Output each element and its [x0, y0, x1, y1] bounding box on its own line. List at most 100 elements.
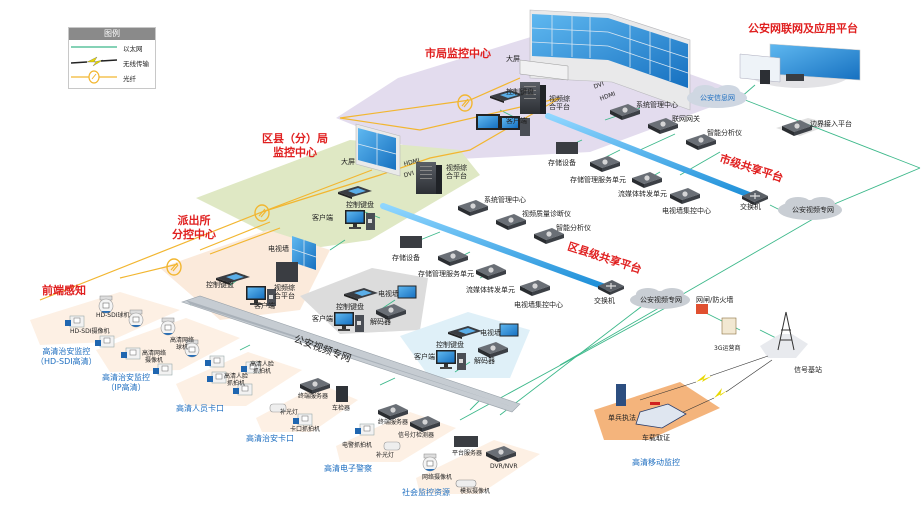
city-cloud-label: 公安视频专网	[792, 206, 834, 214]
frontend-zone-1	[30, 292, 180, 345]
checkpoint-group-title: 高清治安卡口	[246, 434, 294, 443]
gray-client-zone	[300, 268, 428, 334]
city-device-label: 联网网关	[672, 115, 700, 123]
station-title-line2: 分控中心	[172, 227, 216, 241]
vehicle-detector-icon	[336, 386, 348, 402]
blue-keyboard-label: 控制键盘	[436, 341, 464, 349]
ethernet-line-icon	[71, 46, 117, 48]
face-camera-icon	[204, 355, 225, 368]
face-camera-label-b: 高清人脸抓拍机	[224, 373, 248, 388]
district-cloud-label: 公安视频专网	[640, 296, 682, 304]
legend-label: 光纤	[123, 75, 136, 83]
fiber-line-icon	[71, 70, 117, 84]
checkpoint-server-label: 终端服务器	[298, 393, 329, 400]
blue-decoder-label: 解码器	[474, 357, 495, 365]
blue-tvwall-label: 电视墙	[480, 329, 501, 337]
gray-keyboard-label: 控制键盘	[336, 303, 364, 311]
station-title: 派出所分控中心	[172, 214, 216, 242]
hdsdi-group-title: 高清治安监控（HD-SDI高清）	[36, 347, 97, 367]
city-device-label: 系统管理中心	[636, 101, 678, 109]
epolice-group-title: 高清电子警察	[324, 464, 372, 473]
district-platform-server-icon	[416, 162, 442, 194]
city-storage-mgmt-icon	[590, 156, 620, 172]
gray-client-label: 客户端	[312, 315, 333, 323]
base-station-label: 信号基站	[794, 366, 822, 374]
district-device-label: 流媒体转发单元	[466, 286, 515, 294]
video-net-band-shadow	[186, 300, 516, 408]
city-device-label: 交换机	[740, 203, 761, 211]
police-info-net-label: 公安信息网	[700, 94, 735, 102]
3g-operator-label: 3G运营商	[714, 345, 741, 352]
legend: 图例 以太网 无线传输 光纤	[68, 27, 156, 89]
gray-tvwall-icon	[397, 285, 417, 299]
legend-item-fiber: 光纤	[69, 70, 155, 85]
district-client-label: 客户端	[312, 214, 333, 222]
city-platform-line2: 合平台	[549, 103, 570, 112]
district-storage-mgmt-icon	[438, 250, 468, 266]
fiber-links	[39, 77, 561, 301]
checkpoint-light-label: 补光灯	[280, 409, 299, 416]
platform-server-icon	[454, 436, 478, 447]
district-device-label: 存储设备	[392, 254, 420, 262]
station-tv-wall	[291, 236, 317, 270]
dvr-nvr-label: DVR/NVR	[490, 463, 518, 470]
city-device-label: 存储管理服务单元	[570, 176, 626, 184]
legend-item-ethernet: 以太网	[69, 40, 155, 55]
legend-label: 无线传输	[123, 60, 149, 68]
gateway-label: 网闸/防火墙	[696, 296, 734, 304]
ip-camera-label: 高清网络摄像机	[142, 350, 166, 365]
city-center-title: 市局监控中心	[425, 47, 491, 60]
analog-camera-icon	[455, 479, 477, 488]
police-car-icon	[635, 402, 687, 429]
firewall-icon	[696, 304, 708, 314]
single-soldier-icon	[616, 384, 626, 406]
district-storage-icon	[400, 236, 422, 248]
district-keyboard-label: 控制键盘	[346, 201, 374, 209]
ip-group-title: 高清治安监控（IP高清）	[102, 373, 150, 393]
city-platform-server-icon	[520, 82, 546, 114]
district-platform-line1: 视频综	[446, 164, 467, 172]
blue-client-label: 客户端	[414, 353, 435, 361]
epolice-light-label: 补光灯	[376, 452, 395, 459]
station-platform-icon	[276, 262, 298, 282]
city-platform-line1: 视频综	[549, 95, 570, 103]
station-platform-line1: 视频综	[274, 284, 295, 292]
gray-decoder-label: 解码器	[370, 318, 391, 326]
mobile-group-title: 高清移动监控	[632, 458, 680, 467]
city-device-label: 智能分析仪	[707, 129, 742, 137]
city-device-label: 电视墙集控中心	[662, 207, 711, 215]
signal-detector-label: 信号灯检测器	[398, 432, 435, 439]
gray-tvwall-label: 电视墙	[378, 290, 399, 298]
hdsdi-title-line2: （HD-SDI高清）	[36, 357, 97, 366]
ip-dome-label: 高清网络球机	[170, 337, 194, 352]
district-device-label: 视频质量诊断仪	[522, 210, 571, 218]
police-platform-icon	[739, 43, 861, 84]
ip-dome-line2: 球机	[176, 343, 189, 351]
frontend-zone-4	[256, 384, 358, 432]
city-stream-icon	[632, 172, 662, 188]
frontend-zone-3	[176, 352, 302, 406]
checkpoint-light-icon	[269, 403, 287, 413]
station-title-line1: 派出所	[177, 214, 211, 227]
district-share-bus	[380, 203, 608, 290]
ip-title-line1: 高清治安监控	[102, 373, 150, 382]
city-screen-label: 大屏	[506, 55, 520, 63]
wireless-bolt-1	[696, 374, 712, 382]
3g-operator-icon	[721, 317, 737, 335]
city-client-icon	[476, 114, 530, 136]
gray-client-icon	[334, 312, 364, 332]
city-client-label: 客户端	[506, 117, 527, 125]
netcam-label: 网络摄像机	[422, 474, 453, 481]
city-video-wall	[519, 9, 691, 111]
border-access-label: 边界接入平台	[810, 120, 852, 128]
epolice-capture-label: 电警抓拍机	[342, 442, 373, 449]
district-center-title: 区县（分）局监控中心	[262, 132, 328, 160]
district-platform-line2: 合平台	[446, 172, 467, 181]
district-title-line1: 区县（分）局	[262, 132, 328, 145]
district-client-icon	[345, 210, 375, 230]
blue-client-zone	[400, 312, 530, 378]
netcam-dome-icon	[422, 453, 438, 472]
ip-camera-line2: 摄像机	[145, 356, 164, 364]
district-screen-label: 大屏	[341, 158, 355, 166]
